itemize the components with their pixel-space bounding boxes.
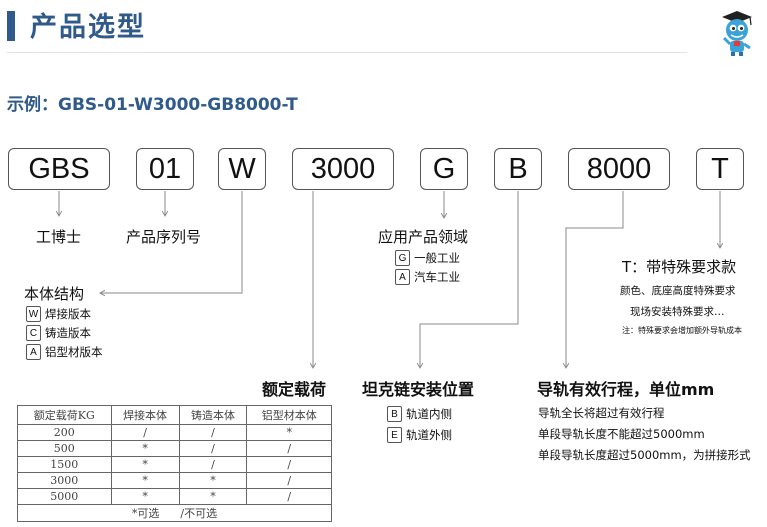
title-accent-bar — [7, 11, 15, 41]
option-key: A — [395, 269, 410, 285]
code-box-gbs: GBS — [8, 148, 110, 190]
table-cell: / — [246, 488, 332, 505]
table-cell: / — [110, 424, 180, 441]
application-option-a: A 汽车工业 — [395, 269, 460, 285]
table-cell: * — [178, 488, 248, 505]
table-cell: 5000 — [17, 488, 112, 505]
special-line-1: 颜色、底座高度特殊要求 — [620, 285, 736, 297]
code-box-chain: B — [494, 148, 542, 190]
page-title: 产品选型 — [30, 12, 146, 43]
option-text: 焊接版本 — [45, 307, 91, 321]
table-cell: / — [178, 456, 248, 473]
option-text: 汽车工业 — [414, 270, 460, 284]
code-box-special: T — [696, 148, 744, 190]
example-code: 示例：GBS-01-W3000-GB8000-T — [7, 95, 298, 115]
table-cell: * — [246, 424, 332, 441]
connector-stroke — [562, 191, 624, 369]
table-cell: 3000 — [17, 472, 112, 489]
option-key: A — [26, 344, 41, 360]
table-header-cell: 铝型材本体 — [246, 405, 332, 425]
table-header-cell: 铸造本体 — [178, 405, 248, 425]
special-line-2: 现场安装特殊要求… — [630, 306, 725, 318]
table-row: 500 * / / — [17, 440, 332, 457]
legend-optional: *可选 — [131, 507, 160, 520]
option-key: E — [387, 427, 402, 443]
code-box-body: W — [218, 148, 266, 190]
option-key: G — [395, 250, 410, 266]
table-row: 5000 * * / — [17, 488, 332, 505]
special-note: 注：特殊要求会增加额外导轨成本 — [622, 326, 742, 335]
table-row: 3000 * * / — [17, 472, 332, 489]
code-box-application: G — [420, 148, 468, 190]
chain-option-e: E 轨道外侧 — [387, 427, 452, 443]
code-box-stroke: 8000 — [568, 148, 670, 190]
table-cell: * — [178, 472, 248, 489]
table-header-cell: 额定载荷KG — [17, 405, 112, 425]
table-cell: 1500 — [17, 456, 112, 473]
legend-unavailable: /不可选 — [180, 507, 218, 520]
table-row: 200 / / * — [17, 424, 332, 441]
table-cell: * — [110, 472, 180, 489]
code-box-serial: 01 — [136, 148, 194, 190]
rail-line-2: 单段导轨长度不能超过5000mm — [538, 427, 705, 441]
table-cell: / — [178, 424, 248, 441]
option-text: 轨道内侧 — [406, 407, 452, 421]
label-gbs: 工博士 — [36, 228, 82, 246]
option-key: W — [26, 306, 41, 322]
connector-body — [99, 191, 243, 297]
option-text: 一般工业 — [414, 251, 460, 265]
body-option-w: W 焊接版本 — [26, 306, 91, 322]
table-cell: / — [246, 472, 332, 489]
body-option-a: A 铝型材版本 — [26, 344, 103, 360]
connector-chain — [416, 191, 519, 369]
label-application: 应用产品领域 — [378, 228, 469, 246]
option-text: 轨道外侧 — [406, 428, 452, 442]
label-rated-load: 额定载荷 — [262, 380, 327, 399]
table-cell: 200 — [17, 424, 112, 441]
table-cell: * — [110, 440, 180, 457]
table-header-cell: 焊接本体 — [110, 405, 180, 425]
table-legend: *可选 /不可选 — [17, 504, 332, 522]
chain-option-b: B 轨道内侧 — [387, 406, 452, 422]
label-serial: 产品序列号 — [126, 228, 202, 246]
table-row: 1500 * / / — [17, 456, 332, 473]
option-text: 铸造版本 — [45, 326, 91, 340]
code-box-load: 3000 — [292, 148, 394, 190]
rail-line-3: 单段导轨长度超过5000mm，为拼接形式 — [538, 448, 751, 462]
mascot-icon — [722, 11, 752, 56]
rail-line-1: 导轨全长将超过有效行程 — [538, 406, 665, 420]
label-special: T：带特殊要求款 — [622, 258, 737, 276]
table-cell: / — [246, 440, 332, 457]
label-rail-stroke: 导轨有效行程，单位mm — [537, 380, 715, 399]
table-header-row: 额定载荷KG 焊接本体 铸造本体 铝型材本体 — [17, 405, 332, 425]
table-cell: 500 — [17, 440, 112, 457]
option-key: C — [26, 325, 41, 341]
label-body-structure: 本体结构 — [24, 285, 85, 303]
table-cell: * — [110, 488, 180, 505]
table-cell: / — [246, 456, 332, 473]
label-tank-chain: 坦克链安装位置 — [362, 380, 475, 399]
application-option-g: G 一般工业 — [395, 250, 460, 266]
load-option-table: 额定载荷KG 焊接本体 铸造本体 铝型材本体 200 / / * 500 * /… — [17, 405, 332, 522]
table-cell: / — [178, 440, 248, 457]
table-legend-row: *可选 /不可选 — [17, 504, 332, 522]
table-cell: * — [110, 456, 180, 473]
option-text: 铝型材版本 — [45, 345, 103, 359]
option-key: B — [387, 406, 402, 422]
body-option-c: C 铸造版本 — [26, 325, 91, 341]
title-divider — [7, 52, 687, 53]
